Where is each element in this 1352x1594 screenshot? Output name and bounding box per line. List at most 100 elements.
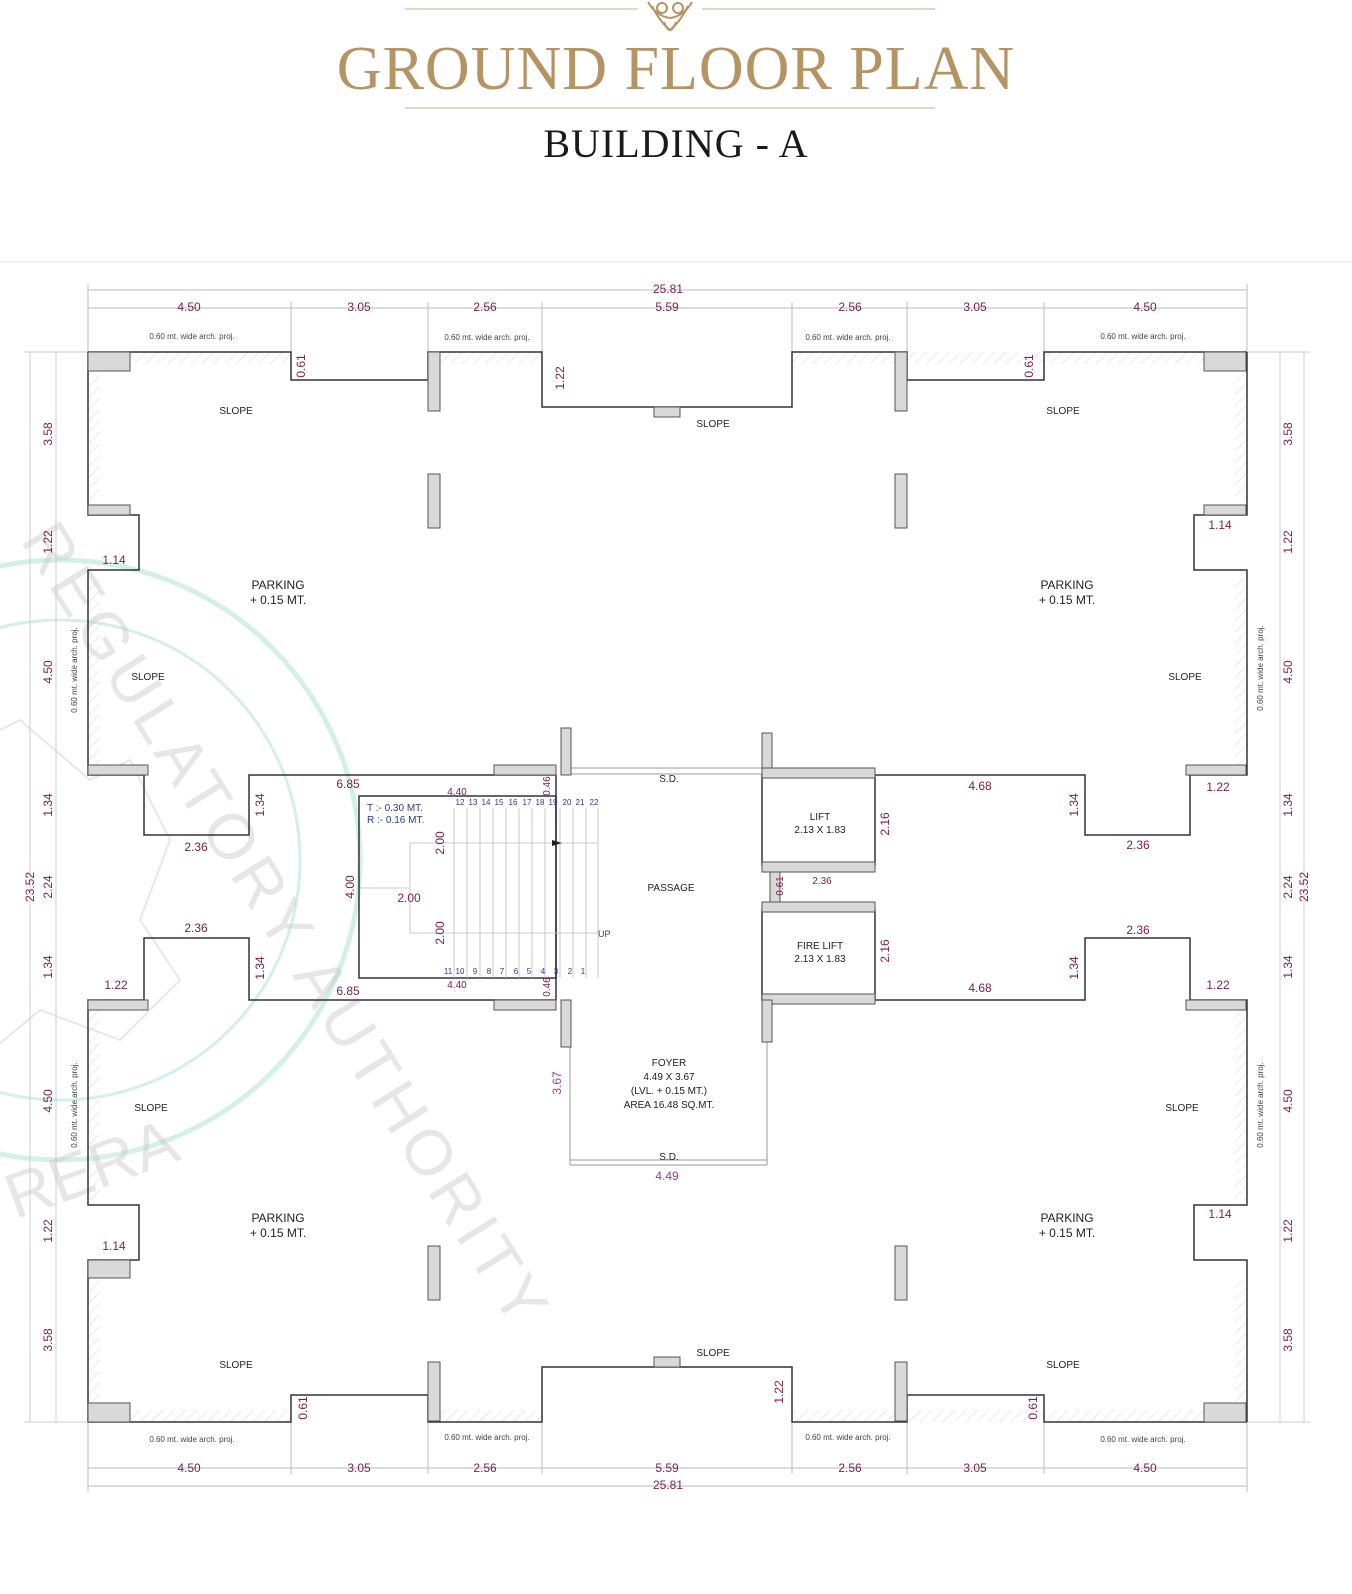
top-proj-3: 0.60 mt. wide arch. proj. — [805, 333, 890, 342]
emblem-icon — [647, 1, 693, 32]
label-foyer-area: AREA 16.48 SQ.MT. — [624, 1100, 715, 1111]
right-dim-134-top: 1.34 — [1281, 793, 1295, 817]
dim-134-left-top: 1.34 — [253, 793, 267, 817]
dim-685-bottom: 6.85 — [336, 984, 360, 998]
dim-400-stair: 4.00 — [343, 875, 357, 899]
label-fire-lift: FIRE LIFT — [797, 941, 843, 952]
bottom-dim-6: 3.05 — [963, 1461, 987, 1475]
top-proj-1: 0.60 mt. wide arch. proj. — [149, 332, 234, 341]
label-parking-tl: PARKING — [251, 578, 304, 592]
label-parking-br-level: + 0.15 MT. — [1039, 1226, 1095, 1240]
bottom-dim-1: 4.50 — [177, 1461, 201, 1475]
dim-236-left-bottom: 2.36 — [184, 921, 208, 935]
label-passage: PASSAGE — [647, 883, 694, 894]
bottom-dim-4: 5.59 — [655, 1461, 679, 1475]
dim-046-bottom: 0.46 — [542, 977, 553, 997]
step-18: 18 — [536, 798, 545, 807]
step-17: 17 — [523, 798, 532, 807]
left-proj-upper: 0.60 mt. wide arch. proj. — [70, 627, 79, 712]
label-parking-tr-level: + 0.15 MT. — [1039, 593, 1095, 607]
right-dim-358-bottom: 3.58 — [1281, 1328, 1295, 1352]
dim-122-right-mid-bottom: 1.22 — [1206, 978, 1230, 992]
top-proj-4: 0.60 mt. wide arch. proj. — [1100, 332, 1185, 341]
left-dim-122-top: 1.22 — [41, 530, 55, 554]
dim-114-tr: 1.14 — [1208, 518, 1232, 532]
header-ornament — [405, 1, 935, 109]
bottom-overall-dim: 25.81 — [653, 1478, 683, 1492]
step-15: 15 — [495, 798, 504, 807]
page-title: GROUND FLOOR PLAN — [336, 35, 1016, 103]
step-5: 5 — [527, 967, 532, 976]
left-dim-358-top: 3.58 — [41, 422, 55, 446]
step-1: 1 — [581, 967, 586, 976]
bottom-proj-1: 0.60 mt. wide arch. proj. — [149, 1435, 234, 1444]
label-parking-br: PARKING — [1040, 1211, 1093, 1225]
step-3: 3 — [554, 967, 559, 976]
label-slope-top-left: SLOPE — [219, 406, 253, 417]
right-proj-upper: 0.60 mt. wide arch. proj. — [1256, 625, 1265, 710]
label-slope-left-upper: SLOPE — [131, 672, 165, 683]
top-dimensions — [87, 284, 1248, 352]
dim-114-tl: 1.14 — [102, 553, 126, 567]
right-proj-lower: 0.60 mt. wide arch. proj. — [1256, 1062, 1265, 1147]
projection-hatch — [88, 352, 1247, 1422]
step-8: 8 — [487, 967, 492, 976]
label-foyer: FOYER — [652, 1058, 686, 1069]
right-dim-358-top: 3.58 — [1281, 422, 1295, 446]
dim-122-bottom-center: 1.22 — [772, 1380, 786, 1404]
bottom-proj-2: 0.60 mt. wide arch. proj. — [444, 1433, 529, 1442]
dim-061-tr: 0.61 — [1022, 354, 1036, 378]
bottom-proj-4: 0.60 mt. wide arch. proj. — [1100, 1435, 1185, 1444]
top-dim-6: 3.05 — [963, 300, 987, 314]
label-slope-bottom-center: SLOPE — [696, 1348, 730, 1359]
left-dim-450-top: 4.50 — [41, 660, 55, 684]
right-dim-122-bottom: 1.22 — [1281, 1219, 1295, 1243]
left-dim-450-bottom: 4.50 — [41, 1089, 55, 1113]
bottom-dimensions — [87, 1422, 1248, 1492]
top-dim-3: 2.56 — [473, 300, 497, 314]
dim-122-right-mid-top: 1.22 — [1206, 780, 1230, 794]
right-overall-dim: 23.52 — [1297, 872, 1311, 902]
dim-114-br: 1.14 — [1208, 1207, 1232, 1221]
dim-134-right-bottom: 1.34 — [1067, 956, 1081, 980]
rera-stamp-watermark — [0, 557, 363, 1163]
left-proj-lower: 0.60 mt. wide arch. proj. — [70, 1062, 79, 1147]
label-foyer-level: (LVL. + 0.15 MT.) — [631, 1086, 707, 1097]
top-dim-7: 4.50 — [1133, 300, 1157, 314]
step-6: 6 — [514, 967, 519, 976]
dim-367-foyer: 3.67 — [550, 1071, 564, 1095]
dim-122-left-mid-top: 1.22 — [104, 978, 128, 992]
label-fire-lift-size: 2.13 X 1.83 — [794, 954, 846, 965]
left-dim-134-bottom: 1.34 — [41, 955, 55, 979]
stair-arrow-icon — [552, 840, 562, 846]
label-slope-top-right: SLOPE — [1046, 406, 1080, 417]
label-slope-left-lower: SLOPE — [134, 1103, 168, 1114]
dim-236-left-top: 2.36 — [184, 840, 208, 854]
left-overall-dim: 23.52 — [23, 872, 37, 902]
stair-riser-label: R :- 0.16 MT. — [367, 815, 424, 826]
dim-061-tl: 0.61 — [294, 354, 308, 378]
right-dim-224: 2.24 — [1281, 875, 1295, 899]
label-sd-bottom: S.D. — [659, 1152, 678, 1163]
dim-122-top-center: 1.22 — [553, 366, 567, 390]
step-11: 11 — [444, 967, 453, 976]
stair-tread-label: T :- 0.30 MT. — [367, 803, 423, 814]
step-13: 13 — [469, 798, 478, 807]
step-9: 9 — [473, 967, 478, 976]
label-lift: LIFT — [810, 812, 831, 823]
dim-440-top: 4.40 — [447, 787, 467, 798]
label-slope-bottom-right: SLOPE — [1046, 1360, 1080, 1371]
right-dim-450-bottom: 4.50 — [1281, 1089, 1295, 1113]
dim-236-right-top: 2.36 — [1126, 838, 1150, 852]
label-parking-bl-level: + 0.15 MT. — [250, 1226, 306, 1240]
dim-449-foyer: 4.49 — [655, 1169, 679, 1183]
label-parking-tr: PARKING — [1040, 578, 1093, 592]
top-dim-5: 2.56 — [838, 300, 862, 314]
dim-216-fire-lift: 2.16 — [878, 939, 892, 963]
stair-step-numbers-lower: 11 10 9 8 7 6 5 4 3 2 1 — [444, 967, 586, 976]
label-parking-bl: PARKING — [251, 1211, 304, 1225]
bottom-proj-3: 0.60 mt. wide arch. proj. — [805, 1433, 890, 1442]
dim-134-left-bottom: 1.34 — [253, 956, 267, 980]
dim-061-br: 0.61 — [1026, 1396, 1040, 1420]
